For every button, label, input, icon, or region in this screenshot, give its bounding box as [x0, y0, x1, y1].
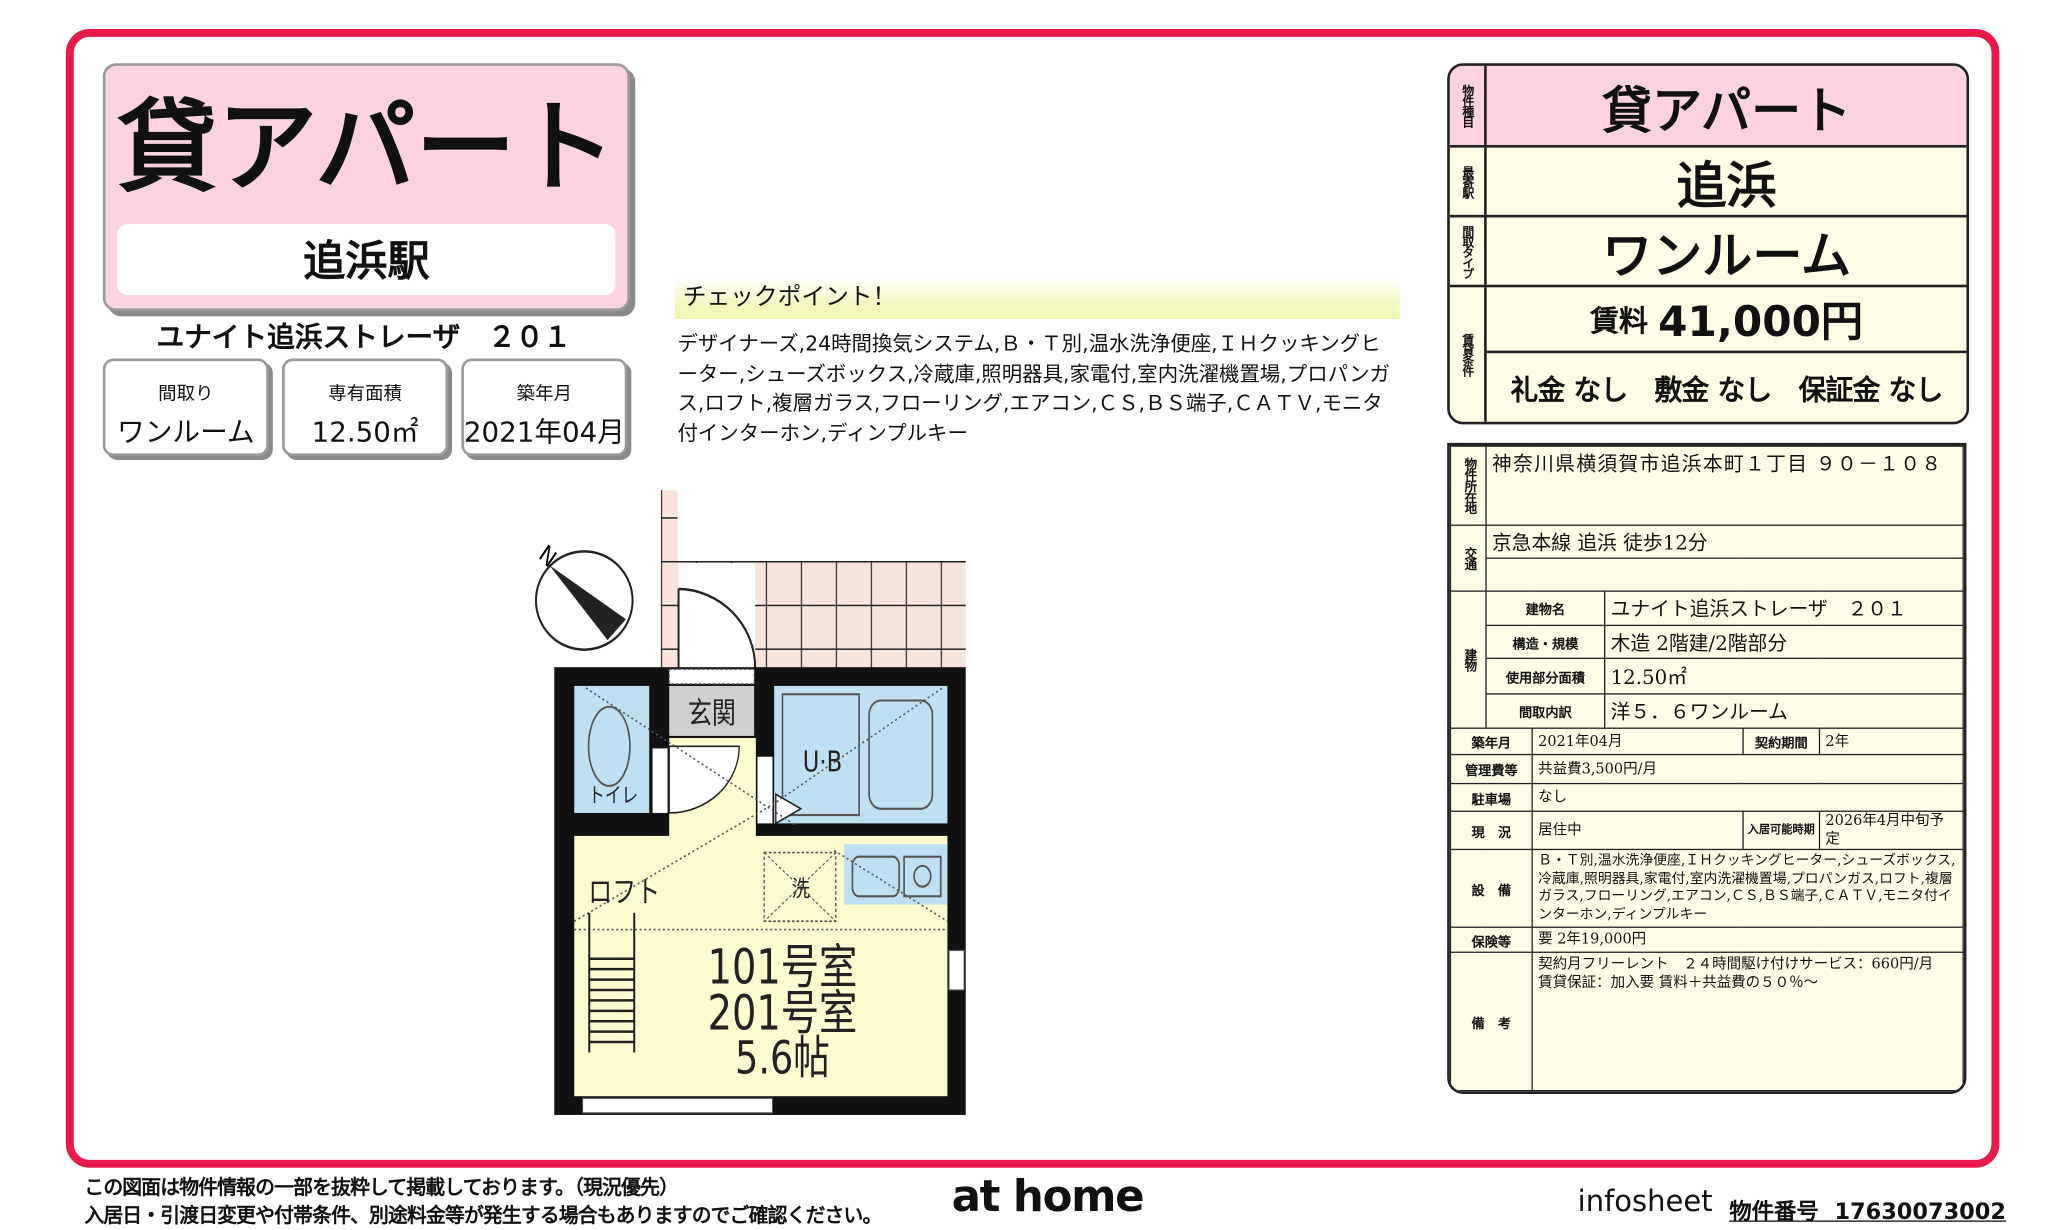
loft-ladder: [588, 912, 636, 1053]
summary-value: ワンルーム: [117, 416, 255, 449]
insurance-label: 保険等: [1449, 926, 1533, 953]
summary-table: 物件種目 貸アパート 最寄駅 追浜 間取タイプ ワンルーム 賃貸条件 賃料 41…: [1447, 63, 1970, 425]
footer-notes: この図面は物件情報の一部を抜粋して掲載しております。（現況優先） 入居日・引渡日…: [84, 1174, 882, 1229]
property-number-value: 17630073002: [1834, 1199, 2006, 1226]
toilet-label: トイレ: [588, 785, 638, 808]
summary-area: 専有面積 12.50㎡: [282, 358, 449, 457]
row-conditions: 賃貸条件 賃料 41,000円 礼金 なし 敷金 なし 保証金 なし: [1450, 287, 1967, 422]
fee-value: 共益費3,500円/月: [1531, 753, 1964, 785]
row-layout: 間取タイプ ワンルーム: [1449, 217, 1967, 288]
property-number: 物件番号 17630073002: [1729, 1193, 2006, 1226]
summary-layout: 間取り ワンルーム: [102, 358, 269, 457]
area-label: 使用部分面積: [1485, 657, 1606, 695]
name-value: ユナイト追浜ストレーザ ２０１: [1604, 590, 1964, 627]
loft-label: ロフト: [588, 876, 660, 910]
row-type: 物件種目 貸アパート: [1449, 65, 1967, 148]
built-label: 築年月: [1449, 727, 1533, 756]
property-number-label: 物件番号: [1729, 1199, 1819, 1226]
summary-label: 築年月: [516, 383, 573, 405]
notes-line-2: 賃貸保証：加入要 賃料＋共益費の５０％～: [1538, 974, 1819, 992]
access-label: 交通: [1449, 524, 1487, 592]
property-type-box: 貸アパート 追浜駅: [102, 63, 631, 312]
status-value: 居住中: [1531, 810, 1744, 851]
row-station: 最寄駅 追浜: [1449, 147, 1967, 218]
summary-label: 間取り: [158, 383, 214, 405]
equipment-value: Ｂ・Ｔ別,温水洗浄便座,ＩＨクッキングヒーター,シューズボックス,冷蔵庫,照明器…: [1531, 848, 1964, 928]
name-label: 建物名: [1485, 590, 1606, 627]
status-label: 現 況: [1449, 810, 1533, 851]
footer-note-2: 入居日・引渡日変更や付帯条件、別途料金等が発生する場合もありますのでご確認くださ…: [84, 1203, 882, 1228]
parking-value: なし: [1531, 782, 1964, 812]
rent-cell: 賃料 41,000円: [1486, 287, 1967, 354]
address-label: 物件所在地: [1449, 445, 1487, 526]
term-value: 2年: [1818, 727, 1964, 756]
movein-label: 入居可能時期: [1742, 810, 1821, 851]
parking-label: 駐車場: [1449, 782, 1533, 812]
entrance-label: 玄関: [688, 697, 736, 731]
checkpoint-text: デザイナーズ,24時間換気システム,Ｂ・Ｔ別,温水洗浄便座,ＩＨクッキングヒータ…: [677, 332, 1390, 445]
athome-logo: at home: [951, 1170, 1145, 1222]
room-size-label: 5.6帖: [735, 1030, 830, 1084]
notes-label: 備 考: [1449, 951, 1533, 1092]
building-label: 建物: [1449, 590, 1487, 729]
red-frame: [65, 28, 2000, 1168]
station-label: 最寄駅: [1450, 147, 1487, 215]
unit-bath: [774, 685, 948, 824]
building-name: ユナイト追浜ストレーザ ２０１: [156, 321, 572, 354]
summary-value: 12.50㎡: [311, 416, 419, 449]
layout-label: 間取タイプ: [1450, 217, 1487, 285]
rooms-label: 間取内訳: [1485, 693, 1606, 729]
rent-value: 41,000円: [1658, 296, 1864, 347]
equipment-label: 設 備: [1449, 848, 1533, 928]
rooms-value: 洋５．６ワンルーム: [1604, 693, 1964, 729]
structure-value: 木造 2階建/2階部分: [1604, 624, 1964, 660]
floor-plan: N 玄関 U·B トイレ ロフト: [534, 490, 966, 1115]
conditions-label: 賃貸条件: [1450, 287, 1487, 422]
insurance-value: 要 2年19,000円: [1531, 926, 1964, 953]
bath-label: U·B: [803, 746, 842, 779]
rent-label: 賃料: [1590, 305, 1649, 339]
structure-label: 構造・規模: [1485, 624, 1606, 660]
access-value-2: [1485, 557, 1964, 592]
infosheet-label: infosheet: [1577, 1186, 1713, 1220]
compass-icon: N: [534, 540, 634, 651]
room-101-label: 101号室: [708, 941, 858, 996]
fee-label: 管理費等: [1449, 753, 1533, 785]
station-value: 追浜: [1676, 156, 1777, 215]
address-value: 神奈川県横須賀市追浜本町１丁目 ９０－１０８: [1485, 445, 1964, 526]
movein-value: 2026年4月中旬予定: [1818, 810, 1964, 851]
washer-label: 洗: [792, 875, 811, 902]
term-label: 契約期間: [1742, 727, 1821, 756]
summary-built: 築年月 2021年04月: [461, 358, 628, 457]
area-value: 12.50㎡: [1604, 657, 1964, 695]
property-type-title: 貸アパート: [116, 88, 616, 206]
balcony-tiles: [660, 490, 966, 670]
type-label: 物件種目: [1450, 65, 1487, 145]
deposit-conditions: 礼金 なし 敷金 なし 保証金 なし: [1510, 374, 1943, 406]
built-value: 2021年04月: [1531, 727, 1744, 756]
detail-table: 物件所在地神奈川県横須賀市追浜本町１丁目 ９０－１０８ 交通京急本線 追浜 徒歩…: [1447, 442, 1967, 1094]
nearest-station: 追浜駅: [117, 224, 616, 296]
summary-value: 2021年04月: [463, 416, 625, 449]
entrance: [669, 685, 755, 736]
access-value: 京急本線 追浜 徒歩12分: [1485, 524, 1964, 559]
layout-value: ワンルーム: [1602, 226, 1852, 285]
footer-note-1: この図面は物件情報の一部を抜粋して掲載しております。（現況優先）: [84, 1175, 679, 1200]
checkpoint-title: チェックポイント！: [674, 276, 1400, 319]
type-value: 貸アパート: [1601, 81, 1852, 140]
notes-line-1: 契約月フリーレント ２４時間駆け付けサービス：660円/月: [1538, 955, 1934, 973]
summary-label: 専有面積: [328, 383, 402, 405]
room-201-label: 201号室: [708, 986, 858, 1041]
